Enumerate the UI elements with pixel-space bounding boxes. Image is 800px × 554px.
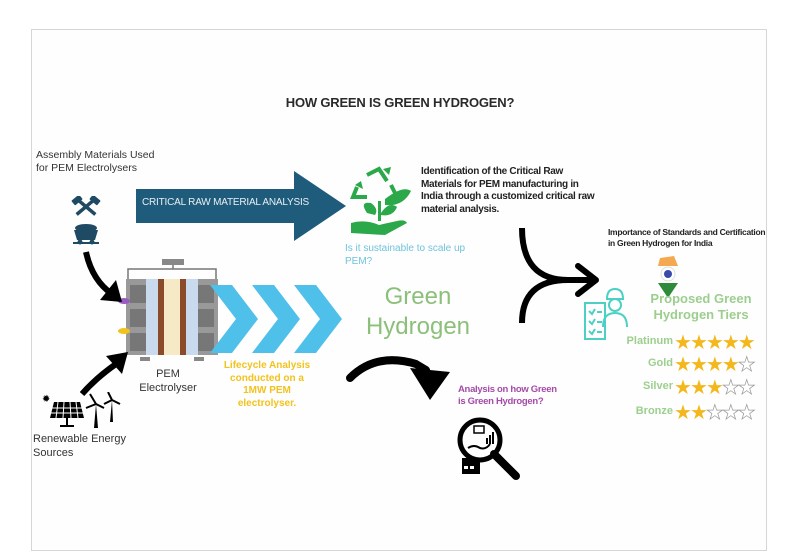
star-empty-icon: ★ [737, 402, 756, 424]
pem-label-line2: Electrolyser [139, 382, 197, 394]
tier-rating: ★★★★★ [674, 377, 756, 399]
star-empty-icon: ★ [737, 377, 756, 399]
star-filled-icon: ★ [674, 332, 692, 354]
chevron-3 [294, 285, 342, 353]
star-filled-icon: ★ [705, 354, 724, 376]
pem-electrolyser-diagram [118, 259, 218, 361]
analysis-line1: Analysis on how Green [458, 384, 557, 395]
svg-text:✹: ✹ [42, 394, 50, 405]
star-empty-icon: ★ [737, 354, 756, 376]
tiers-title-line2: Hydrogen Tiers [653, 307, 749, 322]
star-filled-icon: ★ [689, 332, 708, 354]
proposed-tiers-title: Proposed Green Hydrogen Tiers [636, 291, 766, 323]
tier-label: Bronze [635, 405, 673, 417]
mine-cart-icon [73, 224, 99, 245]
sustainability-question: Is it sustainable to scale up PEM? [345, 243, 466, 267]
star-filled-icon: ★ [689, 377, 708, 399]
analysis-question-text: Analysis on how Green is Green Hydrogen? [458, 384, 588, 408]
lifecycle-analysis-text: Lifecycle Analysis conducted on a 1MW PE… [212, 360, 322, 410]
chevron-1 [210, 285, 258, 353]
star-filled-icon: ★ [674, 402, 692, 424]
star-filled-icon: ★ [689, 354, 708, 376]
pem-label-line1: PEM [156, 368, 180, 380]
star-empty-icon: ★ [721, 377, 740, 399]
engineer-checklist-icon [584, 287, 628, 340]
tier-label: Silver [643, 380, 673, 392]
hammer-pick-icon [71, 196, 101, 216]
tier-rating: ★★★★★ [674, 332, 756, 354]
star-filled-icon: ★ [721, 332, 740, 354]
assembly-icons [71, 196, 101, 245]
star-filled-icon: ★ [705, 377, 724, 399]
lifecycle-line2: conducted on a [230, 372, 304, 384]
tier-rating: ★★★★★ [674, 402, 756, 424]
importance-standards-text: Importance of Standards and Certificatio… [608, 227, 766, 248]
analysis-line2: is Green Hydrogen? [458, 396, 544, 407]
renewable-icons: ✹ [42, 392, 121, 428]
green-hydrogen-label: Green Hydrogen [348, 282, 488, 342]
recycle-plant-hand-icon [350, 166, 411, 235]
curved-arrow-to-analysis-icon [346, 356, 450, 400]
star-filled-icon: ★ [674, 377, 692, 399]
assembly-materials-label: Assembly Materials Used for PEM Electrol… [36, 149, 155, 174]
chevron-2 [252, 285, 300, 353]
star-filled-icon: ★ [674, 354, 692, 376]
diagram-title: HOW GREEN IS GREEN HYDROGEN? [285, 95, 515, 110]
tier-row-platinum: Platinum★★★★★ [610, 333, 765, 355]
tier-row-silver: Silver★★★★★ [610, 378, 765, 400]
star-empty-icon: ★ [705, 402, 725, 424]
green-hydrogen-line1: Green [384, 283, 452, 310]
arrow-renewable-to-pem-icon [80, 352, 128, 396]
tier-label: Gold [647, 357, 673, 369]
star-filled-icon: ★ [689, 402, 708, 424]
solar-panel-icon: ✹ [42, 394, 84, 427]
renewable-label-line1: Renewable Energy [33, 433, 126, 445]
star-empty-icon: ★ [721, 402, 740, 424]
star-filled-icon: ★ [705, 332, 724, 354]
tiers-title-line1: Proposed Green [650, 291, 752, 306]
tier-label: Platinum [626, 335, 673, 347]
tier-row-gold: Gold★★★★★ [610, 355, 765, 377]
merge-arrow-icon [519, 228, 599, 323]
star-filled-icon: ★ [721, 354, 740, 376]
identification-text: Identification of the Critical Raw Mater… [421, 166, 595, 215]
tier-row-bronze: Bronze★★★★★ [610, 403, 765, 425]
pem-electrolyser-label: PEM Electrolyser [128, 367, 208, 395]
tier-rating: ★★★★★ [674, 354, 756, 376]
star-filled-icon: ★ [737, 332, 756, 354]
india-flag-map-icon [658, 256, 678, 298]
lifecycle-line4: electrolyser. [237, 397, 297, 409]
lifecycle-chevrons [210, 285, 342, 353]
critical-raw-material-label: CRITICAL RAW MATERIAL ANALYSIS [142, 197, 309, 208]
critical-raw-material-arrow [136, 171, 346, 241]
wind-turbine-icon [85, 392, 121, 428]
lifecycle-line1: Lifecycle Analysis [223, 360, 311, 371]
arrow-assembly-to-pem-icon [83, 251, 122, 302]
renewable-energy-label: Renewable Energy Sources [33, 432, 163, 460]
renewable-label-line2: Sources [33, 447, 74, 459]
lifecycle-line3: 1MW PEM [243, 385, 291, 396]
green-hydrogen-line2: Hydrogen [365, 313, 471, 340]
magnifier-analysis-icon [457, 417, 520, 480]
